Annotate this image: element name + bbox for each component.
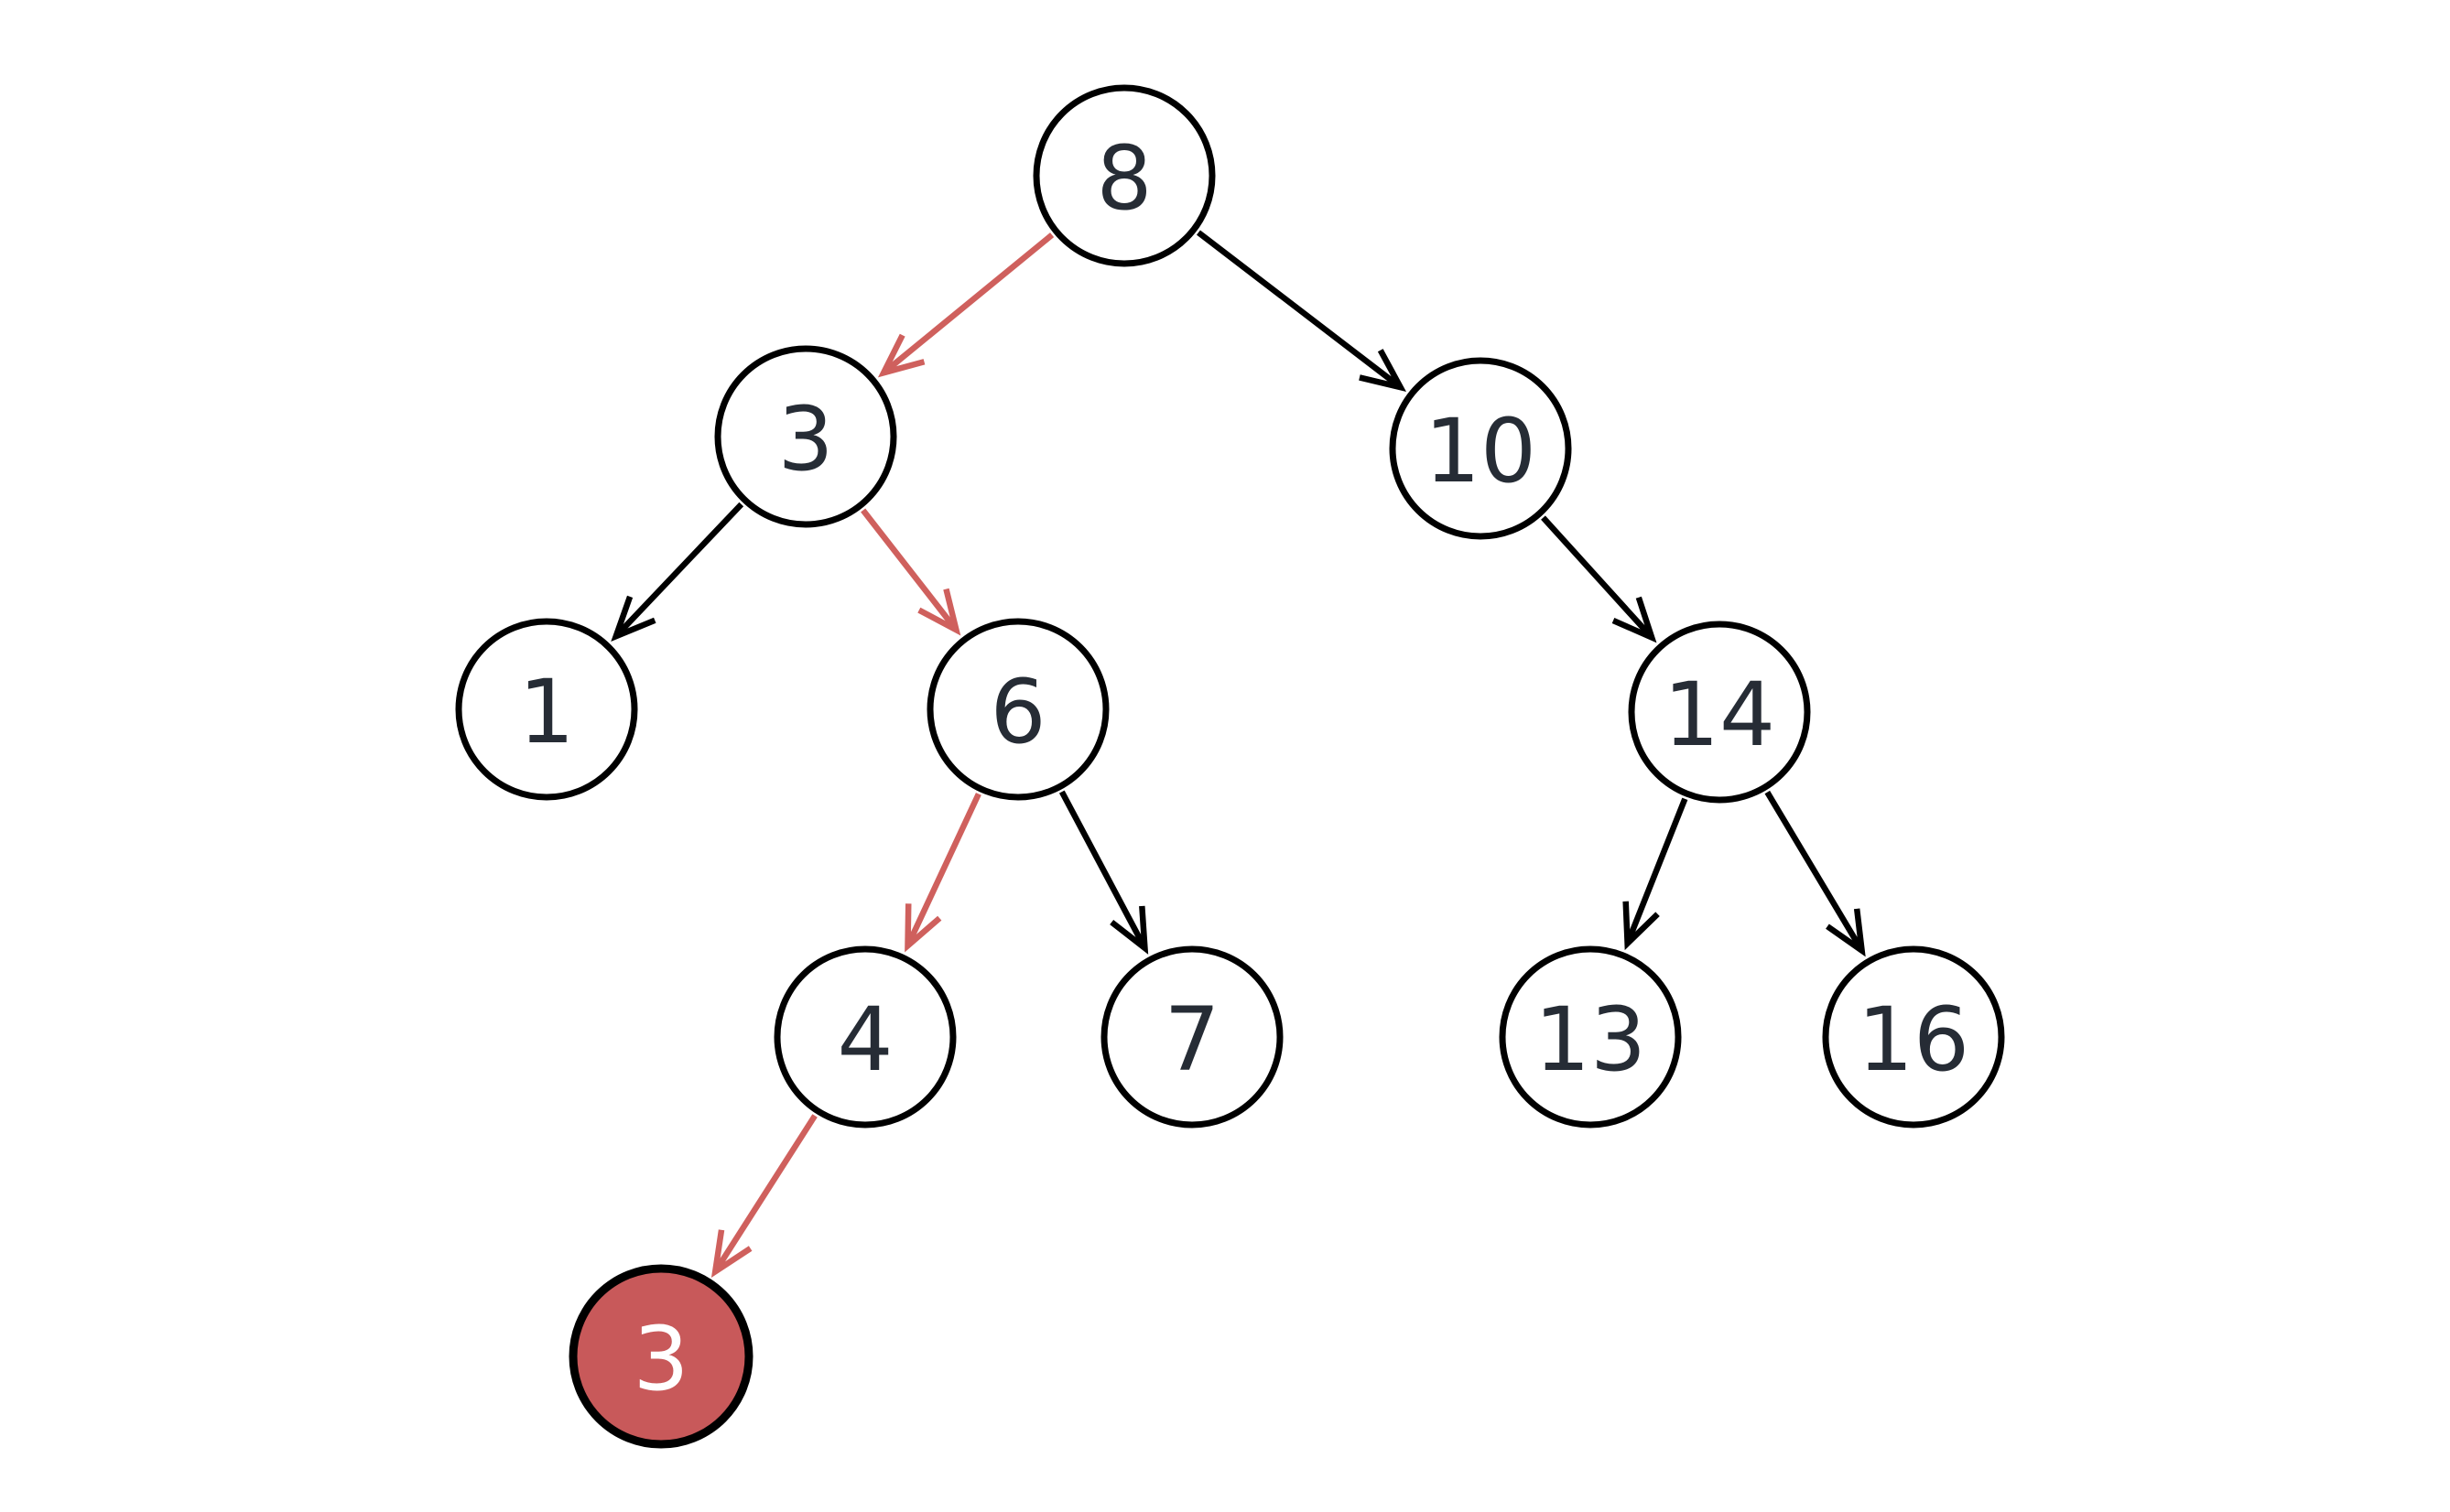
node-label: 8 [1096, 127, 1152, 230]
node-label: 3 [633, 1308, 688, 1410]
node-label: 14 [1664, 664, 1775, 766]
tree-edge [1196, 230, 1403, 390]
node-label: 1 [518, 661, 574, 763]
node-circle[interactable] [1033, 84, 1216, 267]
tree-edge [613, 502, 744, 639]
tree-node[interactable]: 3 [714, 345, 897, 528]
node-circle[interactable] [714, 345, 897, 528]
tree-edge [1624, 797, 1688, 945]
tree-node[interactable]: 4 [774, 945, 957, 1129]
tree-node[interactable]: 3 [569, 1264, 753, 1449]
edge-layer [611, 230, 1866, 1279]
arrow-head-icon [611, 595, 656, 643]
tree-edge [905, 793, 981, 947]
node-circle-highlighted[interactable] [569, 1264, 753, 1449]
tree-node[interactable]: 7 [1100, 945, 1284, 1129]
tree-edge [1541, 515, 1654, 640]
node-circle[interactable] [1499, 945, 1682, 1129]
arrow-head-icon [877, 333, 926, 378]
arrow-head-icon [917, 588, 961, 636]
arrow-head-icon [1826, 908, 1866, 957]
node-label: 7 [1164, 988, 1220, 1091]
node-label: 3 [777, 388, 833, 491]
tree-edge [861, 508, 959, 632]
node-circle[interactable] [927, 618, 1110, 801]
tree-node[interactable]: 16 [1822, 945, 2005, 1129]
tree-node[interactable]: 6 [927, 618, 1110, 801]
node-circle[interactable] [1100, 945, 1284, 1129]
arrow-head-icon [710, 1229, 753, 1279]
arrow-head-icon [905, 903, 942, 953]
node-label: 6 [990, 661, 1046, 763]
tree-edge [882, 232, 1055, 375]
tree-edge [1058, 790, 1148, 950]
node-circle[interactable] [1822, 945, 2005, 1129]
node-circle[interactable] [774, 945, 957, 1129]
tree-node[interactable]: 8 [1033, 84, 1216, 267]
arrow-head-icon [1359, 349, 1407, 392]
node-circle[interactable] [1628, 621, 1811, 804]
tree-edge [1764, 790, 1865, 953]
arrow-head-icon [1622, 901, 1660, 951]
node-label: 10 [1425, 400, 1536, 502]
tree-node[interactable]: 13 [1499, 945, 1682, 1129]
node-label: 13 [1534, 988, 1646, 1091]
arrow-head-icon [1611, 596, 1657, 643]
arrow-head-icon [1110, 905, 1149, 955]
tree-edge [712, 1114, 818, 1274]
tree-node[interactable]: 14 [1628, 621, 1811, 804]
node-label: 16 [1858, 988, 1969, 1091]
node-circle[interactable] [1389, 357, 1572, 540]
tree-node[interactable]: 10 [1389, 357, 1572, 540]
node-label: 4 [837, 988, 893, 1091]
tree-node[interactable]: 1 [455, 618, 638, 801]
node-circle[interactable] [455, 618, 638, 801]
